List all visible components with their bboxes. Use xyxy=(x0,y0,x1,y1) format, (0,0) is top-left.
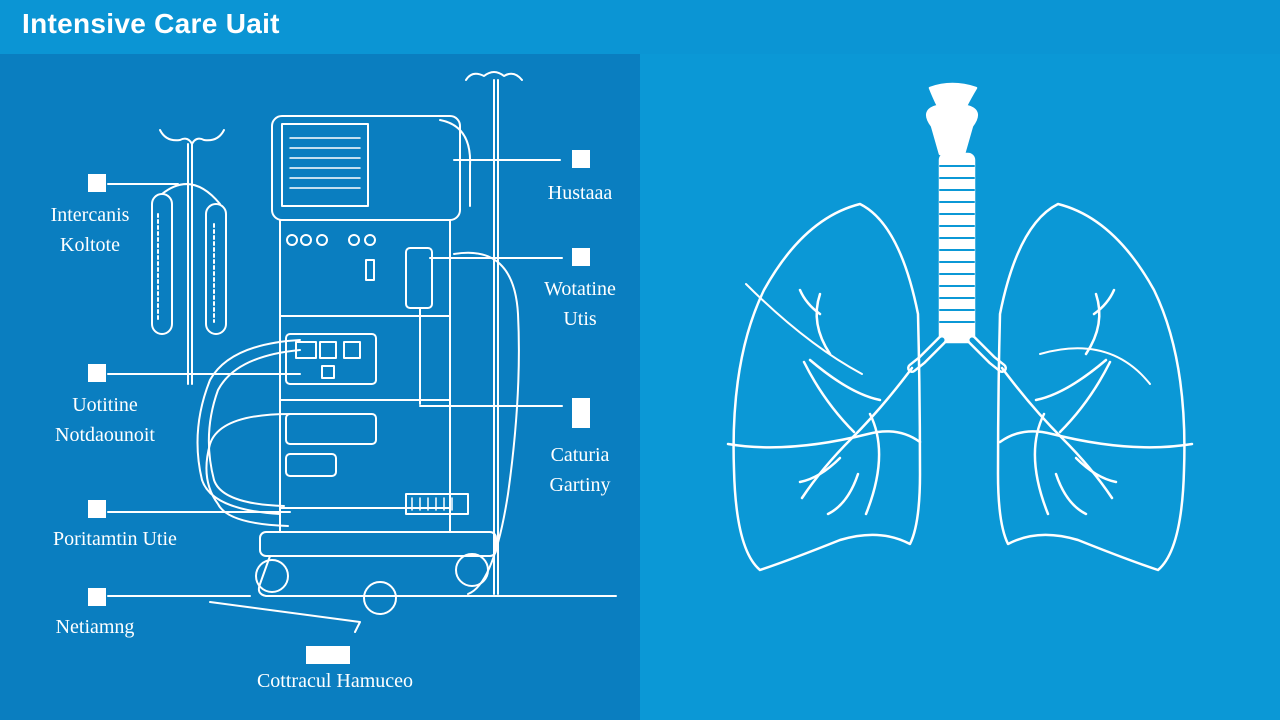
label-netiamng: Netiamng xyxy=(55,616,135,638)
label-marker-cottracul xyxy=(306,646,350,664)
label-marker-poritamin xyxy=(88,500,106,518)
label-poritamin: Poritamtin Utie xyxy=(53,528,177,550)
label-uotitine: Uotitine Notdaounoit xyxy=(55,394,155,446)
label-intercanis: Intercanis Koltote xyxy=(50,204,130,256)
lungs-illustration xyxy=(726,82,1194,572)
label-marker-uotitine xyxy=(88,364,106,382)
page-title: Intensive Care Uait xyxy=(22,8,280,39)
label-hustaaa: Hustaaa xyxy=(547,182,613,204)
ventilator-illustration xyxy=(107,71,617,633)
ventilator-panel xyxy=(0,54,640,720)
label-marker-netiamng xyxy=(88,588,106,606)
label-marker-wotatine xyxy=(572,248,590,266)
lungs-panel xyxy=(640,54,1280,720)
label-wotatine: Wotatine Utis xyxy=(544,278,616,330)
label-marker-intercanis xyxy=(88,174,106,192)
label-marker-caturia xyxy=(572,398,590,428)
label-cottracul: Cottracul Hamuceo xyxy=(256,670,414,692)
label-marker-hustaaa xyxy=(572,150,590,168)
label-caturia: Caturia Gartiny xyxy=(549,444,611,496)
